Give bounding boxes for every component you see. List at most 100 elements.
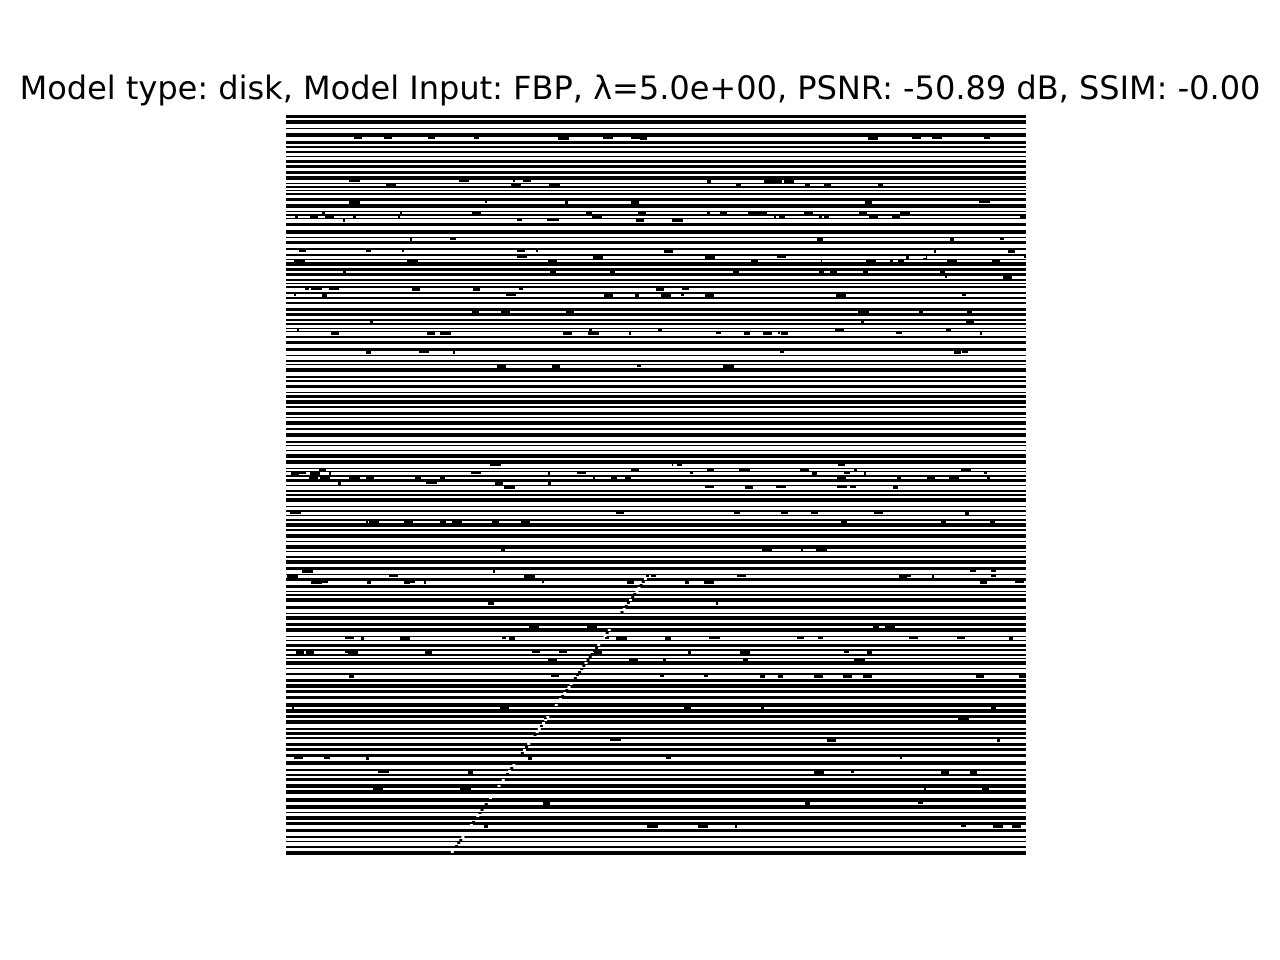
discontinuity-mark [599, 641, 603, 643]
stripe [286, 529, 1026, 531]
speckle [1004, 329, 1015, 332]
speckle [490, 464, 501, 466]
speckle [863, 271, 868, 273]
figure-title: Model type: disk, Model Input: FBP, λ=5.… [19, 69, 1261, 107]
speckle [836, 294, 846, 297]
stripe [286, 812, 1026, 813]
stripe [286, 165, 1026, 168]
speckle [684, 707, 691, 710]
discontinuity-mark [480, 809, 484, 811]
speckle [592, 216, 602, 219]
speckle [867, 651, 872, 654]
speckle [471, 472, 481, 474]
speckle [1001, 788, 1012, 790]
speckle [542, 581, 544, 583]
speckle [663, 659, 666, 661]
discontinuity-mark [607, 629, 611, 631]
speckle [834, 250, 841, 252]
speckle [349, 477, 360, 479]
discontinuity-mark [567, 686, 571, 688]
speckle [962, 351, 968, 353]
stripe [286, 748, 1026, 751]
speckle [299, 250, 306, 252]
speckle [992, 201, 1001, 204]
stripe [286, 498, 1026, 502]
speckle [694, 472, 705, 475]
speckle [748, 212, 759, 214]
stripe [286, 262, 1026, 266]
stripe [286, 822, 1026, 825]
stripe [286, 395, 1026, 398]
speckle [949, 477, 959, 479]
speckle [660, 675, 664, 677]
discontinuity-mark [597, 644, 601, 646]
speckle [548, 260, 557, 262]
speckle [894, 238, 901, 241]
discontinuity-mark [580, 668, 584, 670]
speckle [982, 788, 989, 791]
speckle [365, 271, 373, 274]
speckle [400, 637, 410, 640]
speckle [506, 294, 516, 296]
speckle [822, 718, 827, 721]
speckle [780, 351, 784, 353]
speckle [822, 260, 826, 262]
speckle [492, 521, 499, 524]
speckle [413, 294, 418, 296]
speckle [691, 675, 700, 678]
speckle [611, 250, 616, 253]
speckle [558, 137, 569, 140]
speckle [760, 675, 765, 678]
speckle [672, 219, 683, 222]
speckle [472, 311, 479, 314]
speckle [404, 521, 413, 523]
speckle [606, 201, 613, 203]
speckle [996, 707, 1006, 709]
speckle [452, 521, 462, 523]
speckle [602, 472, 610, 474]
stripe [286, 313, 1026, 316]
stripe [286, 156, 1026, 157]
speckle [317, 581, 328, 583]
speckle [343, 271, 346, 274]
discontinuity-mark [624, 605, 628, 607]
speckle [682, 288, 689, 290]
speckle [689, 271, 698, 274]
speckle [970, 570, 976, 572]
discontinuity-mark [476, 815, 480, 817]
speckle [804, 212, 813, 214]
speckle [635, 294, 639, 297]
speckle [954, 351, 961, 354]
discontinuity-mark [459, 839, 463, 841]
speckle [740, 651, 750, 654]
stripe [286, 441, 1026, 443]
speckle [473, 288, 480, 291]
speckle [878, 184, 883, 186]
speckle [292, 332, 299, 335]
speckle [350, 757, 354, 760]
speckle [556, 482, 562, 484]
speckle [603, 137, 613, 139]
speckle [696, 802, 702, 804]
stripe [286, 613, 1026, 614]
discontinuity-mark [546, 716, 550, 718]
stripe [286, 417, 1026, 418]
stripe [286, 171, 1026, 174]
speckle [979, 201, 990, 203]
speckle [844, 472, 850, 474]
discontinuity-mark [584, 662, 588, 664]
stripe [286, 836, 1026, 838]
stripe [286, 115, 1026, 118]
speckle [322, 294, 327, 297]
stripe [286, 696, 1026, 699]
speckle [408, 581, 415, 583]
speckle [419, 351, 429, 353]
speckle [621, 180, 631, 182]
speckle [962, 276, 972, 279]
stripe [286, 331, 1026, 332]
stripe [286, 433, 1026, 437]
speckle [292, 707, 294, 709]
speckle [610, 739, 621, 741]
speckle [739, 771, 748, 774]
speckle [843, 757, 853, 759]
